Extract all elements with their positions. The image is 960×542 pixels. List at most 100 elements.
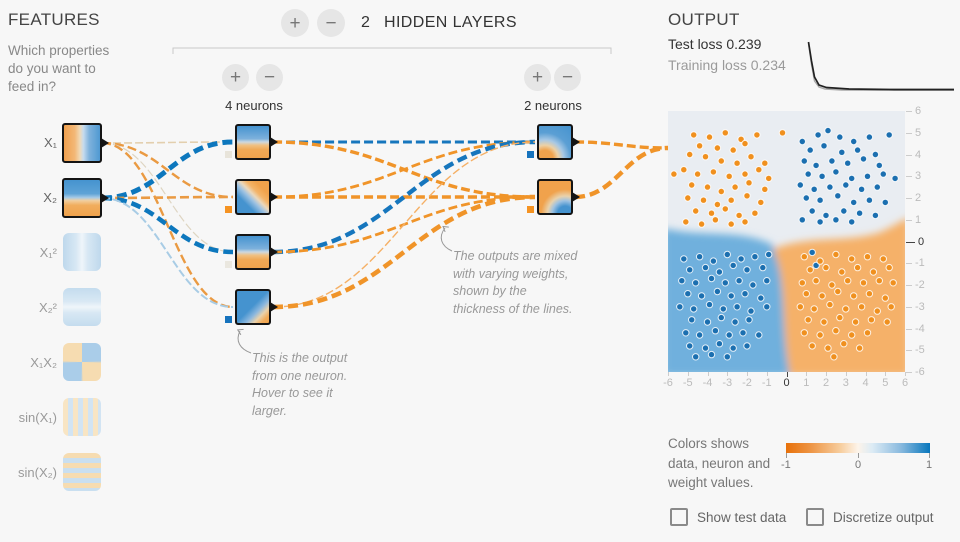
feature-x1[interactable] [62,123,109,163]
layer1-neuron-4[interactable] [225,289,278,325]
x-axis-tick-label: 0 [783,377,790,389]
data-point [824,126,832,135]
y-axis-tickmark [906,132,912,134]
data-point [727,196,735,204]
discretize-output-checkbox[interactable] [806,508,824,526]
x-axis-tick-label: -6 [663,377,673,389]
x-axis-tick-label: -3 [722,377,733,389]
data-point [798,279,807,287]
layer2-neuron-count: 2 neurons [524,98,582,113]
feature-x2[interactable] [62,178,109,218]
layer2-neuron-1[interactable] [527,124,580,160]
weight-link-x1-h1n1 [101,141,234,144]
data-point [709,168,718,176]
data-point [723,250,731,259]
data-point [741,218,749,226]
data-point [757,294,765,302]
data-point [765,174,773,183]
x-axis-tickmark [885,372,887,376]
feature-x1x2[interactable] [63,343,101,381]
data-point [690,305,698,313]
data-point [699,196,708,204]
remove-layer-button[interactable]: − [317,9,345,37]
data-point [828,281,836,289]
layer1-remove-neuron-button[interactable]: − [256,64,283,91]
show-test-data-checkbox[interactable] [670,508,688,526]
x-axis-tick-label: 3 [842,377,849,389]
x-axis-tickmark [766,372,768,376]
data-point [747,153,755,161]
data-point [741,290,749,298]
show-test-data-label[interactable]: Show test data [697,509,787,525]
data-point [879,170,888,178]
data-point [832,216,840,224]
weight-link-x2-h1n4 [101,197,234,308]
feature-sin-x1[interactable] [63,398,101,436]
output-port-icon [572,137,580,147]
y-axis-tickmark [906,241,915,243]
data-point [818,172,826,181]
data-point [717,187,725,196]
data-point [670,170,678,178]
bias-indicator [225,261,232,268]
data-point [875,161,884,170]
y-axis-tick-label: 3 [915,170,922,183]
data-point [848,331,856,339]
add-layer-button[interactable]: + [281,9,309,37]
layer1-add-neuron-button[interactable]: + [222,64,249,91]
data-point [743,266,751,274]
weight-link-h1n3-h2n2 [272,195,536,254]
hidden-layers-count: 2 [361,14,370,31]
data-point [816,257,824,265]
data-point [834,287,842,296]
training-loss: Training loss 0.234 [668,57,786,73]
data-point [737,255,745,263]
discretize-output-label[interactable]: Discretize output [833,509,934,525]
data-point [719,305,727,313]
layer2-neuron-2[interactable] [527,179,580,215]
hidden-layers-label: HIDDEN LAYERS [384,14,517,31]
layer2-remove-neuron-button[interactable]: − [554,64,581,91]
data-point [816,218,824,226]
feature-sin-x2[interactable] [63,453,101,491]
data-point [865,196,874,204]
data-point [729,344,737,352]
layer2-add-neuron-button[interactable]: + [524,64,551,91]
x-axis-tick-label: 5 [882,377,889,389]
loss-curve-training [807,43,954,91]
data-point [741,170,749,178]
data-point [751,209,759,217]
output-port-icon [101,138,109,148]
data-point [881,198,890,207]
data-point [755,331,763,339]
layer1-neuron-1[interactable] [225,124,278,160]
layer1-neuron-2[interactable] [225,179,278,215]
data-point [692,279,700,287]
feature-x1-squared[interactable] [63,233,101,271]
data-point [824,344,832,352]
data-point [695,331,704,339]
data-point [715,340,724,348]
data-point [703,318,712,326]
y-axis-tick-label: -3 [915,300,925,313]
data-point [763,303,771,311]
data-point [711,216,720,224]
data-point [798,216,807,224]
feature-x2-squared[interactable] [63,288,101,326]
data-point [838,148,846,156]
weight-link-h1n1-h2n2 [272,140,536,199]
test-loss: Test loss 0.239 [668,36,761,52]
layer1-neuron-3[interactable] [225,234,278,270]
data-point [857,185,866,194]
layer1-neuron-count: 4 neurons [225,98,283,113]
data-point [850,292,858,300]
data-point [725,331,733,339]
data-point [802,290,811,298]
feature-label-x2sq: X₂² [38,300,57,315]
training-loss-label: Training loss [668,57,747,73]
data-point [832,250,840,259]
weight-link-x2-h1n1 [101,139,234,201]
x-axis-tickmark [826,372,827,376]
test-loss-value: 0.239 [726,36,762,52]
data-point [816,331,824,339]
